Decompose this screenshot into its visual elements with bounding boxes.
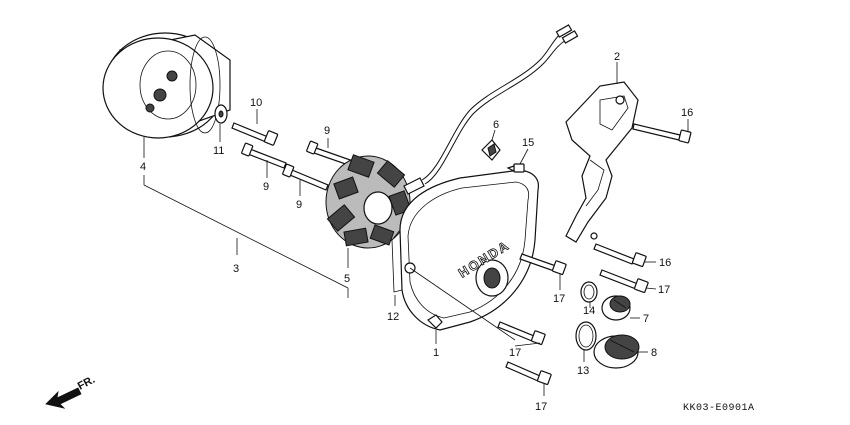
direction-label: FR. [76, 374, 97, 393]
crankcase-cover: HONDA [391, 169, 540, 331]
callout-10: 10 [250, 97, 262, 109]
callout-9b: 9 [263, 181, 269, 193]
callout-13: 13 [577, 365, 589, 377]
flywheel [102, 32, 231, 139]
callout-7: 7 [643, 313, 649, 325]
callout-3: 3 [233, 263, 239, 275]
stator-bolt-2 [282, 163, 329, 191]
diagram-code: KK03-E0901A [683, 403, 755, 414]
callout-5: 5 [344, 273, 350, 285]
callout-12: 12 [387, 311, 399, 323]
wire-clip [481, 139, 501, 161]
callout-17c: 17 [509, 347, 521, 359]
leader-lines [143, 62, 689, 396]
callout-16b: 16 [659, 257, 671, 269]
callout-labels: 1 2 3 4 5 6 7 8 9 9 9 10 11 12 13 14 15 … [140, 51, 693, 413]
callout-9a: 9 [324, 125, 330, 137]
sprocket-cover [565, 81, 639, 243]
o-ring-large [575, 321, 597, 351]
cover-bolt-c [497, 321, 546, 346]
crankshaft-hole-cap [593, 334, 640, 369]
callout-14: 14 [583, 305, 595, 317]
callout-17d: 17 [535, 401, 547, 413]
front-direction-indicator: FR. [45, 374, 97, 409]
stator [325, 154, 425, 249]
wire-harness [421, 24, 579, 185]
callout-4: 4 [140, 161, 146, 173]
callout-9c: 9 [296, 199, 302, 211]
direction-arrow-icon [45, 387, 82, 409]
callout-17a: 17 [553, 293, 565, 305]
callout-11: 11 [213, 145, 224, 157]
callout-8: 8 [651, 347, 657, 359]
callout-2: 2 [614, 51, 620, 63]
cover-bolt-b [599, 269, 649, 294]
timing-hole-cap [601, 295, 631, 321]
callout-15: 15 [522, 137, 534, 149]
callout-17b: 17 [658, 284, 670, 296]
o-ring-small [580, 281, 598, 303]
washer [214, 104, 228, 124]
sprocket-cover-bolt-lower [593, 243, 647, 268]
cover-bolt-d [505, 361, 552, 386]
cover-bolt-a [519, 253, 567, 276]
flywheel-bolt [231, 122, 279, 146]
callout-1: 1 [433, 347, 439, 359]
stator-bolt-1 [241, 142, 287, 169]
sprocket-cover-bolt-upper [632, 123, 692, 144]
callout-16a: 16 [681, 107, 693, 119]
callout-6: 6 [493, 119, 499, 131]
small-bolt [506, 163, 525, 173]
stator-bolt-3 [306, 140, 357, 168]
